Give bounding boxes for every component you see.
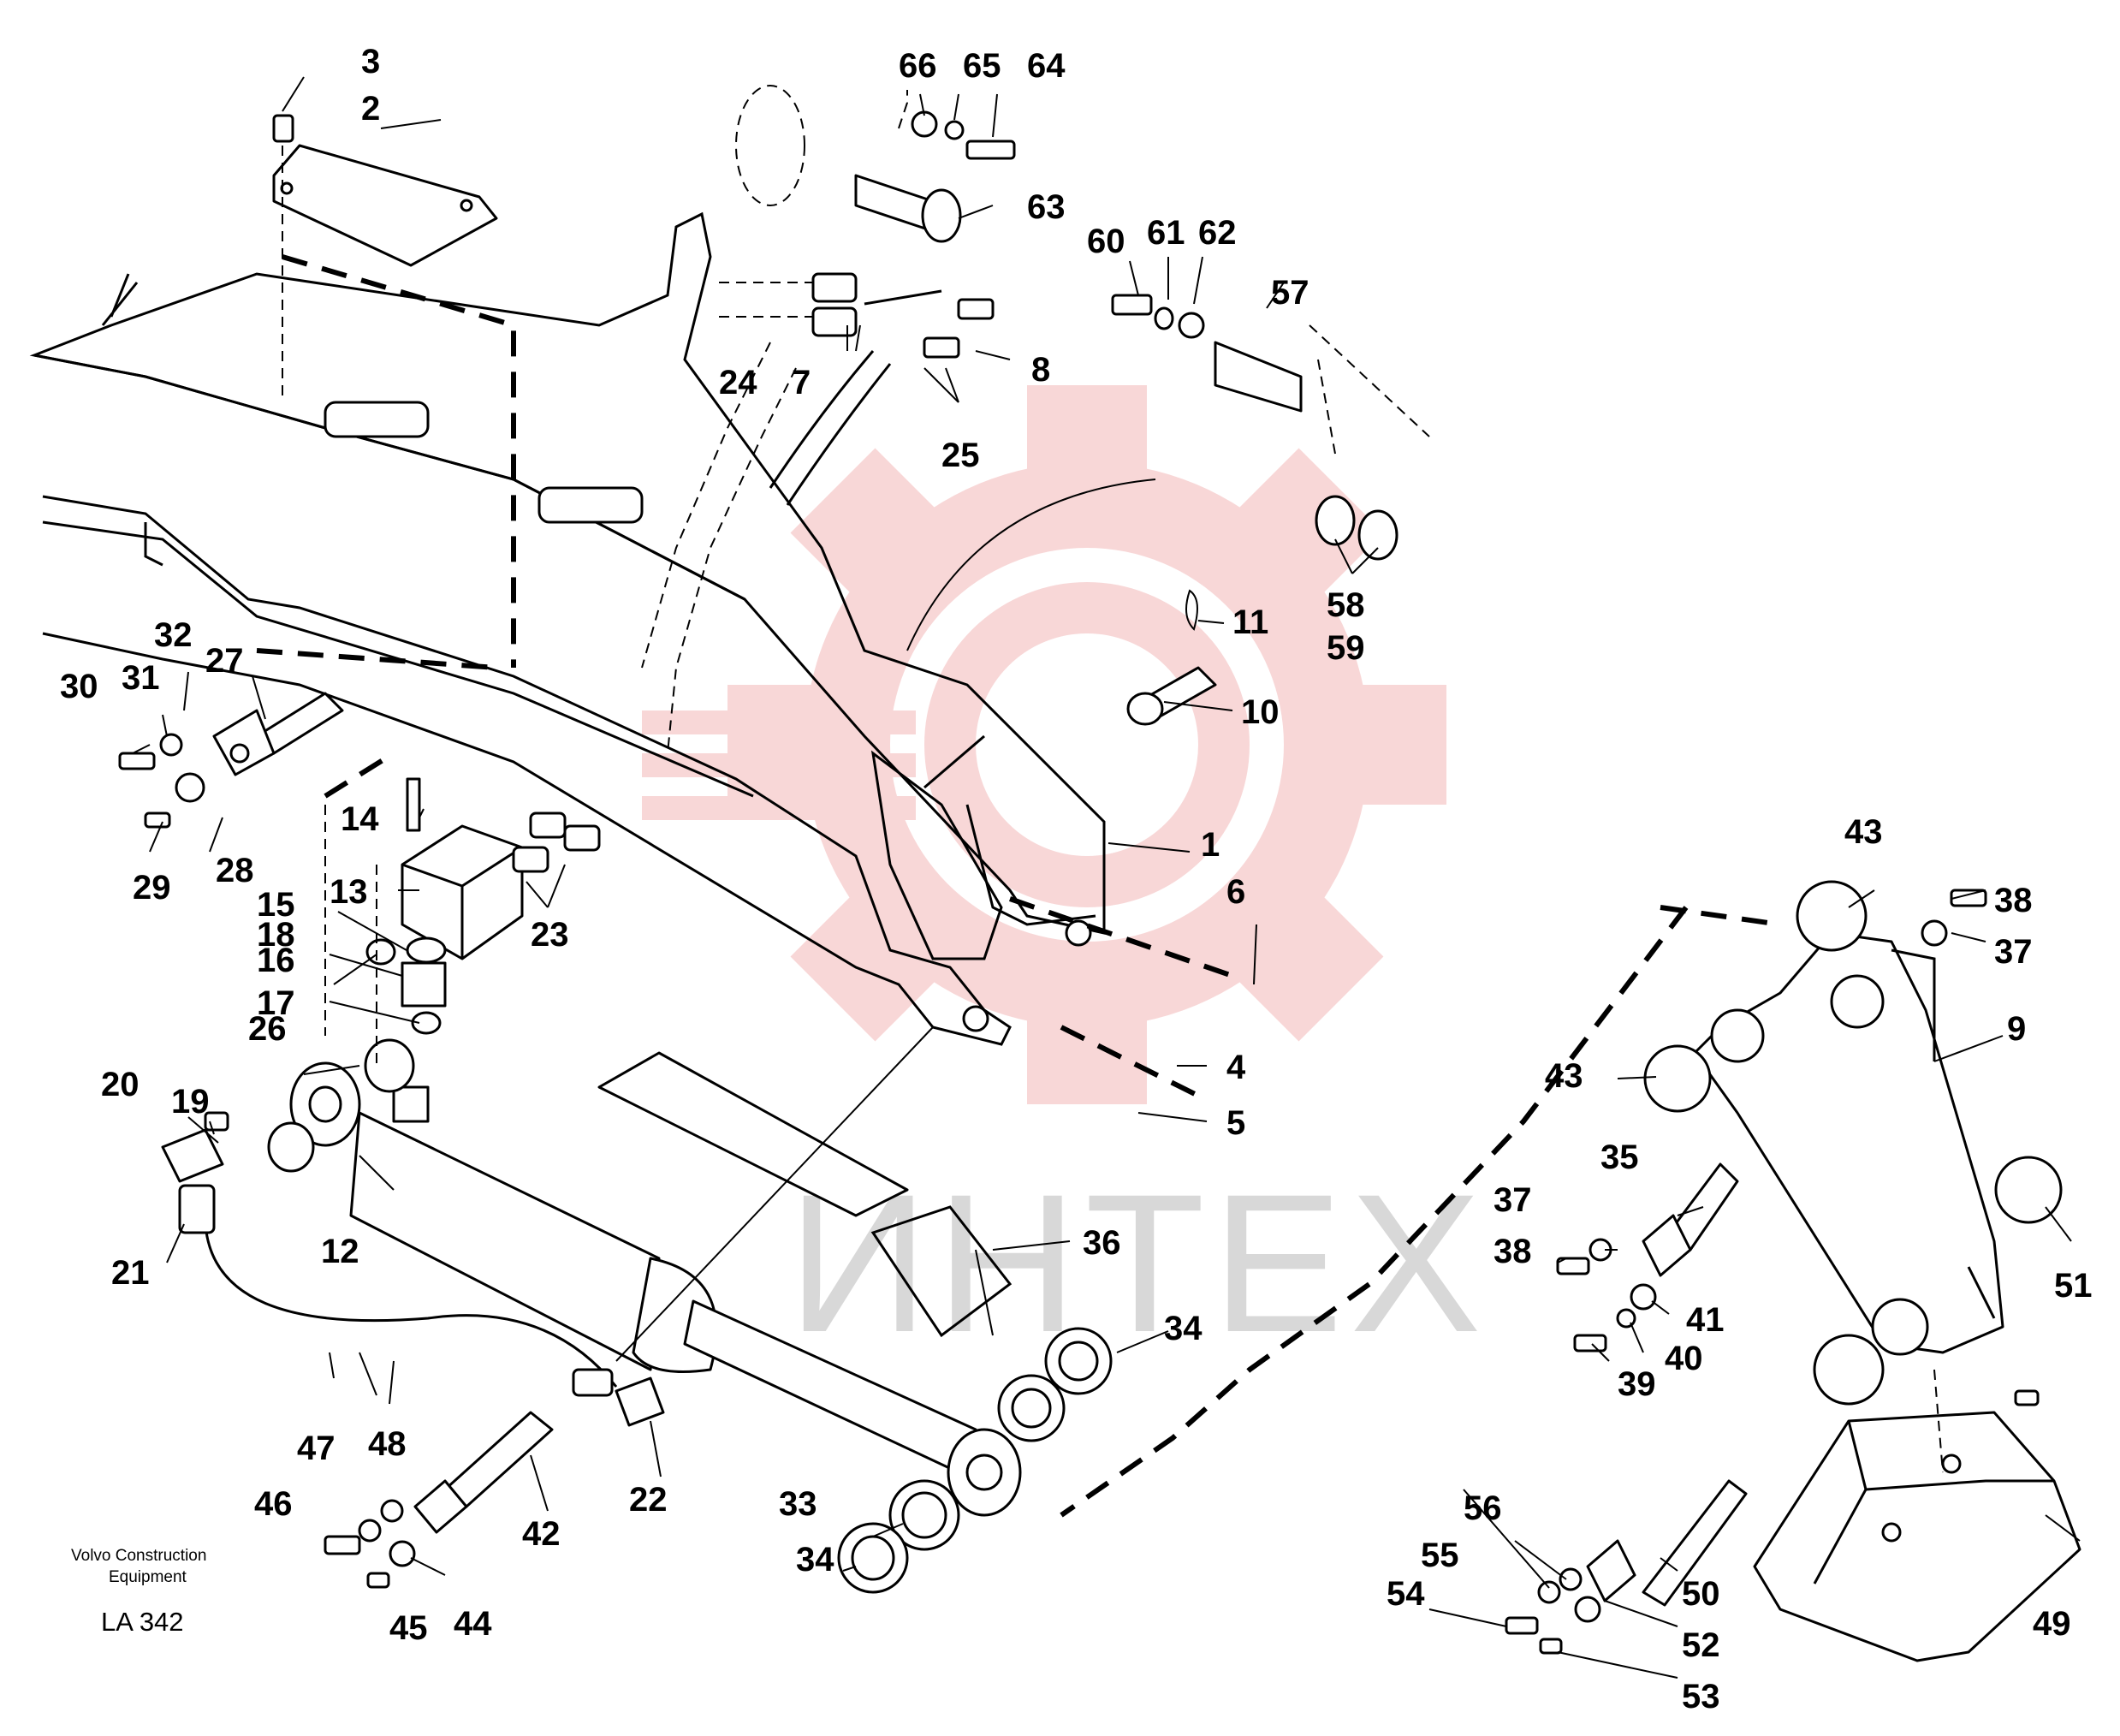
- callout-43b: 43: [1545, 1057, 1583, 1095]
- callout-36: 36: [1083, 1224, 1121, 1262]
- hydraulic-hose: [161, 1111, 665, 1427]
- crank-pin-assembly: [1505, 1162, 1748, 1655]
- callout-26: 26: [248, 1010, 287, 1048]
- callout-6: 6: [1226, 873, 1245, 911]
- callout-labels: 1 2 3 4 5 6 7 8 9 10 11 12 13 14 15 16 1…: [60, 43, 2093, 1715]
- callout-29: 29: [133, 869, 171, 907]
- callout-23: 23: [531, 916, 569, 954]
- hydraulic-cylinder: [289, 1026, 1022, 1517]
- callout-31: 31: [122, 659, 160, 697]
- callout-66: 66: [899, 47, 937, 85]
- callout-14: 14: [341, 800, 379, 838]
- callout-17: 17: [257, 984, 295, 1022]
- callout-35: 35: [1600, 1139, 1639, 1176]
- callout-50: 50: [1682, 1575, 1720, 1613]
- callout-63: 63: [1027, 188, 1066, 226]
- callout-3: 3: [361, 43, 380, 80]
- callout-45: 45: [389, 1609, 428, 1647]
- callout-46: 46: [254, 1485, 293, 1523]
- callout-42: 42: [522, 1515, 561, 1553]
- cover-plate: [272, 114, 516, 668]
- callout-51: 51: [2054, 1267, 2093, 1305]
- callout-24: 24: [719, 364, 757, 401]
- callout-43a: 43: [1844, 813, 1883, 851]
- callout-62: 62: [1198, 214, 1237, 252]
- caption-company: Volvo Construction: [71, 1547, 206, 1565]
- seal-rings: [267, 1038, 1113, 1594]
- callout-34b: 34: [1164, 1310, 1203, 1347]
- callout-18: 18: [257, 916, 295, 954]
- callout-44: 44: [454, 1605, 492, 1643]
- callout-10: 10: [1241, 693, 1280, 731]
- callout-30: 30: [60, 668, 98, 705]
- callout-40: 40: [1665, 1340, 1703, 1377]
- right-pin-assembly: [1111, 294, 1430, 561]
- left-pin-assembly: [118, 692, 344, 829]
- callout-57: 57: [1271, 274, 1309, 312]
- callout-60: 60: [1087, 223, 1125, 260]
- callout-33: 33: [779, 1485, 817, 1523]
- upper-pin-assembly: [735, 85, 1016, 243]
- leader-lines: [132, 76, 2081, 1679]
- callout-64: 64: [1027, 47, 1066, 85]
- callout-37a: 37: [1994, 933, 2033, 971]
- callout-47: 47: [297, 1430, 336, 1467]
- callout-59: 59: [1327, 629, 1365, 667]
- callout-25: 25: [941, 437, 980, 474]
- callout-7: 7: [792, 364, 811, 401]
- callout-1: 1: [1201, 826, 1220, 864]
- callout-13: 13: [330, 873, 368, 911]
- callout-8: 8: [1031, 351, 1050, 389]
- callout-28: 28: [216, 852, 254, 889]
- callout-16: 16: [257, 942, 295, 979]
- front-frame-drawing: [29, 211, 1156, 1046]
- callout-27: 27: [205, 642, 244, 680]
- callout-49: 49: [2033, 1605, 2071, 1643]
- caption-company-line2: Equipment: [109, 1568, 187, 1586]
- callout-58: 58: [1327, 586, 1365, 624]
- callout-21: 21: [111, 1254, 150, 1292]
- callout-55: 55: [1421, 1537, 1459, 1574]
- callout-9: 9: [2007, 1010, 2026, 1048]
- callout-61: 61: [1147, 214, 1185, 252]
- bracket-plate: [1753, 1389, 2081, 1662]
- callout-38b: 38: [1494, 1233, 1532, 1270]
- callout-22: 22: [629, 1481, 668, 1519]
- hose-fittings-upper: [719, 272, 995, 506]
- callout-52: 52: [1682, 1626, 1720, 1664]
- watermark-gear-icon: [642, 385, 1446, 1104]
- callout-53: 53: [1682, 1678, 1720, 1715]
- callout-41: 41: [1686, 1301, 1725, 1339]
- callout-56: 56: [1464, 1489, 1502, 1527]
- callout-12: 12: [321, 1233, 359, 1270]
- valve-block: [365, 777, 601, 1035]
- callout-39: 39: [1618, 1365, 1656, 1403]
- callout-48: 48: [368, 1425, 407, 1463]
- callout-34a: 34: [796, 1541, 834, 1578]
- callout-32: 32: [154, 616, 193, 654]
- lower-pin-assembly: [324, 1411, 554, 1589]
- callout-4: 4: [1226, 1049, 1246, 1086]
- callout-37b: 37: [1494, 1181, 1532, 1219]
- callout-2: 2: [361, 90, 380, 128]
- callout-20: 20: [101, 1066, 140, 1103]
- callout-65: 65: [963, 47, 1001, 85]
- callout-11: 11: [1232, 603, 1268, 641]
- callout-15: 15: [257, 886, 295, 924]
- bell-crank: [1643, 880, 2063, 1406]
- drawing-code: LA 342: [101, 1607, 184, 1637]
- callout-5: 5: [1226, 1104, 1245, 1142]
- callout-19: 19: [171, 1083, 210, 1121]
- callout-54: 54: [1387, 1575, 1425, 1613]
- pin-with-clip: [1126, 589, 1217, 726]
- callout-38a: 38: [1994, 882, 2033, 919]
